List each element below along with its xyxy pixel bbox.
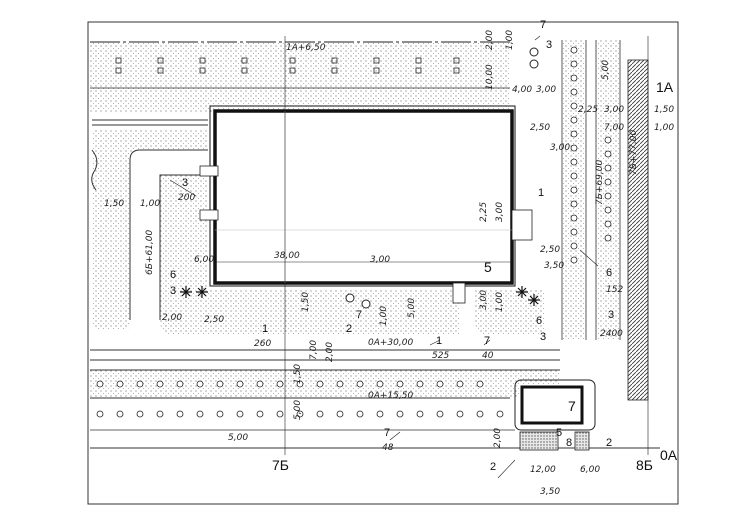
bench-block (519, 431, 559, 451)
trees-avenue-lower (96, 410, 504, 418)
top-lawn (90, 42, 510, 112)
callout-260: 260 (254, 339, 271, 349)
kiosk-7 (520, 385, 584, 425)
dim-7-00-avenue: 7,00 (309, 340, 319, 360)
elev-lower: 0А+15,50 (368, 391, 413, 401)
trees-right-column (570, 46, 578, 264)
dim-2-00-top: 2,00 (485, 30, 495, 50)
callout-200: 200 (178, 193, 195, 203)
dim-1-00-front: 1,00 (379, 306, 389, 326)
callout-8: 8 (566, 437, 572, 449)
dim-2-50-left: 2,50 (204, 315, 224, 325)
dim-2-25-entrance: 2,25 (479, 202, 489, 222)
dim-4-00: 4,00 (512, 85, 532, 95)
dim-1-50-avenue: 1,50 (293, 364, 303, 384)
far-right-alley (596, 40, 620, 340)
dim-3-00-mid: 3,00 (550, 143, 570, 153)
dim-2-00-left: 2,00 (162, 313, 182, 323)
dim-1-50-left: 1,50 (104, 199, 124, 209)
elev-top: 1А+6,50 (286, 43, 326, 53)
kiosk-number: 7 (568, 398, 576, 414)
callout-6-right: 6 (606, 267, 612, 279)
dim-1-50-right: 1,50 (654, 105, 674, 115)
callout-2-bottom: 2 (490, 461, 496, 473)
callout-152: 152 (606, 285, 623, 295)
building-length-dim: 38,00 (274, 251, 300, 261)
callout-3-left: 3 (182, 177, 188, 189)
callout-525: 525 (432, 351, 449, 361)
dim-6-00-bottom: 6,00 (580, 465, 600, 475)
dim-1-00-left: 1,00 (140, 199, 160, 209)
dim-12-00: 12,00 (530, 465, 556, 475)
lamp-posts-top (115, 57, 460, 74)
dim-3-00-entrance: 3,00 (495, 202, 505, 222)
dim-2-50-right: 2,50 (530, 123, 550, 133)
callout-6-entrance: 6 (536, 315, 542, 327)
boundary-fence (627, 59, 649, 401)
elev-right-1: 7Б+69,00 (595, 160, 605, 205)
building-number: 5 (484, 259, 492, 275)
trees-far-right-column (604, 136, 612, 242)
callout-1-avenue: 1 (436, 335, 442, 347)
axis-8b: 8Б (636, 457, 653, 473)
dim-3-00-front: 3,00 (370, 255, 390, 265)
callout-3-shrub: 3 (170, 285, 176, 297)
callout-1-front: 1 (262, 323, 268, 335)
axis-7b: 7Б (272, 457, 289, 473)
callout-7-bottom: 7 (384, 427, 390, 439)
shrub-symbols (180, 286, 540, 306)
callout-40: 40 (482, 351, 494, 361)
dim-2-00-bottom: 2,00 (493, 428, 503, 448)
dim-5-00-avenue: 5,00 (293, 400, 303, 420)
callout-1-entrance: 1 (538, 187, 544, 199)
axis-0a: 0А (660, 447, 678, 463)
callout-6-left: 6 (170, 269, 176, 281)
callout-7-top: 7 (540, 19, 546, 31)
callout-7-front: 7 (356, 309, 362, 321)
elev-mid: 0А+30,00 (368, 338, 413, 348)
callout-2-front: 2 (346, 323, 352, 335)
callout-7-avenue: 7 (484, 335, 490, 347)
dim-6-00-left: 6,00 (194, 255, 214, 265)
dim-3-00-right: 3,00 (604, 105, 624, 115)
right-lawn (475, 290, 545, 335)
dim-5-00-right: 5,00 (601, 60, 611, 80)
dim-1-00-right-lawn: 1,00 (495, 292, 505, 312)
front-lawn (160, 175, 460, 335)
callout-3-top: 3 (546, 39, 552, 51)
callout-3-right: 3 (608, 309, 614, 321)
callout-5: 5 (556, 427, 562, 439)
plan-frame (87, 21, 679, 505)
dim-2-25-right: 2,25 (578, 105, 598, 115)
dim-2-50-entrance: 2,50 (540, 245, 560, 255)
elev-left: 6Б+61,00 (145, 230, 155, 275)
callout-2400: 2400 (600, 329, 623, 339)
dim-5-00-bottom: 5,00 (228, 433, 248, 443)
callout-48: 48 (382, 443, 394, 453)
dim-2-00-avenue: 2,00 (325, 342, 335, 362)
dim-5-00-front: 5,00 (407, 298, 417, 318)
dim-3-00-top: 3,00 (536, 85, 556, 95)
dim-10-00: 10,00 (485, 64, 495, 90)
callout-2-bench: 2 (606, 437, 612, 449)
callout-3-entrance: 3 (540, 331, 546, 343)
left-lawn (92, 130, 208, 330)
dim-3-50-entrance: 3,50 (544, 261, 564, 271)
trees-avenue-upper (96, 380, 484, 388)
dim-1-00-top: 1,00 (505, 30, 515, 50)
dim-1-50-front: 1,50 (301, 292, 311, 312)
dim-7-00-right: 7,00 (604, 123, 624, 133)
axis-1a: 1А (656, 79, 674, 95)
building-5 (213, 109, 514, 285)
elev-right-2: 7Б+77,00 (629, 130, 639, 175)
dim-3-50-bottom: 3,50 (540, 487, 560, 497)
dim-1-00-right: 1,00 (654, 123, 674, 133)
dim-3-00-right-lawn: 3,00 (479, 290, 489, 310)
